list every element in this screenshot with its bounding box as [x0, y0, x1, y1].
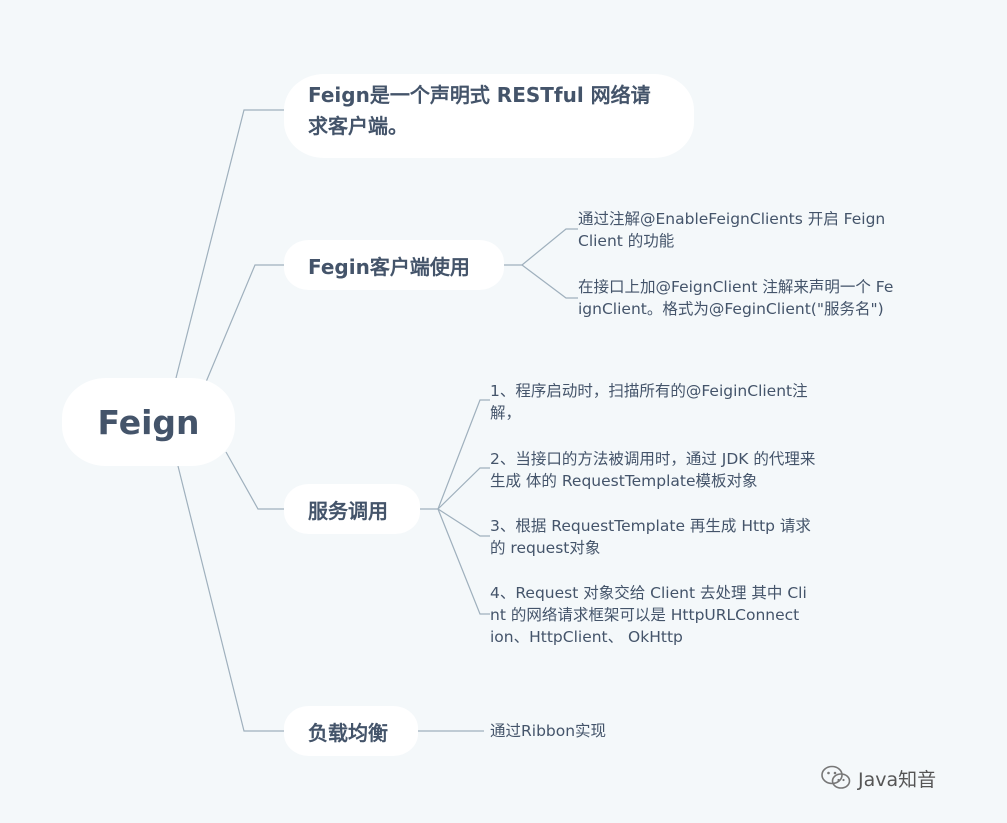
branch-intro-line-1: Feign是一个声明式 RESTful 网络请: [308, 83, 651, 107]
connector-root-client: [205, 264, 284, 383]
branch-invoke-label: 服务调用: [308, 498, 388, 523]
leaf-text-line: 的 request对象: [490, 539, 601, 557]
watermark: Java知音: [820, 764, 936, 792]
leaf-text-line: 2、当接口的方法被调用时，通过 JDK 的代理来: [490, 450, 816, 468]
leaf-text-line: 3、根据 RequestTemplate 再生成 Http 请求: [490, 517, 811, 535]
branch-client-label: Fegin客户端使用: [308, 254, 470, 279]
connector-invoke-leaf-3: [437, 508, 490, 537]
branch-lb[interactable]: 负载均衡: [284, 706, 418, 756]
branch-invoke[interactable]: 服务调用: [284, 484, 420, 534]
leaf-text-line: 生成 体的 RequestTemplate模板对象: [490, 472, 758, 490]
leaf-text-line: 通过Ribbon实现: [490, 722, 607, 740]
leaf-lb-1[interactable]: 通过Ribbon实现: [490, 720, 606, 742]
leaf-text-line: 解，: [490, 404, 522, 422]
leaf-text-line: ignClient。格式为@FeginClient("服务名"): [578, 300, 884, 318]
leaf-text-line: Client 的功能: [578, 232, 675, 250]
branch-intro-line-2: 求客户端。: [308, 114, 408, 138]
connector-root-invoke: [225, 451, 284, 510]
connector-invoke-leaf-1: [437, 399, 490, 510]
leaf-invoke-1[interactable]: 1、程序启动时，扫描所有的@FeiginClient注 解，: [490, 380, 808, 424]
connector-invoke-leaf-4: [437, 508, 490, 615]
leaf-text-line: 1、程序启动时，扫描所有的@FeiginClient注: [490, 382, 808, 400]
connector-root-lb: [177, 465, 284, 732]
root-label: Feign: [97, 402, 200, 442]
leaf-text-line: ion、HttpClient、 OkHttp: [490, 628, 683, 646]
leaf-text-line: nt 的网络请求框架可以是 HttpURLConnect: [490, 606, 800, 624]
branch-lb-label: 负载均衡: [308, 720, 388, 745]
watermark-text: Java知音: [858, 768, 937, 791]
leaf-text-line: 4、Request 对象交给 Client 去处理 其中 Cli: [490, 584, 807, 602]
leaf-invoke-4[interactable]: 4、Request 对象交给 Client 去处理 其中 Cli nt 的网络请…: [490, 582, 807, 648]
leaf-client-1[interactable]: 通过注解@EnableFeignClients 开启 Feign Client …: [578, 208, 885, 252]
branch-client[interactable]: Fegin客户端使用: [284, 240, 504, 290]
connector-client-leaf-2: [521, 264, 578, 299]
connector-invoke-leaf-2: [437, 467, 490, 510]
branch-intro[interactable]: Feign是一个声明式 RESTful 网络请 求客户端。: [284, 74, 694, 158]
leaf-invoke-2[interactable]: 2、当接口的方法被调用时，通过 JDK 的代理来 生成 体的 RequestTe…: [490, 448, 815, 492]
leaf-client-2[interactable]: 在接口上加@FeignClient 注解来声明一个 Fe ignClient。格…: [578, 276, 893, 320]
connector-client-leaf-1: [521, 228, 578, 266]
wechat-icon: [821, 765, 851, 789]
connector-root-intro: [175, 109, 284, 379]
leaf-text-line: 在接口上加@FeignClient 注解来声明一个 Fe: [578, 278, 894, 296]
leaf-invoke-3[interactable]: 3、根据 RequestTemplate 再生成 Http 请求 的 reque…: [490, 515, 811, 559]
leaf-text-line: 通过注解@EnableFeignClients 开启 Feign: [578, 210, 886, 228]
root-node[interactable]: Feign: [62, 378, 235, 466]
